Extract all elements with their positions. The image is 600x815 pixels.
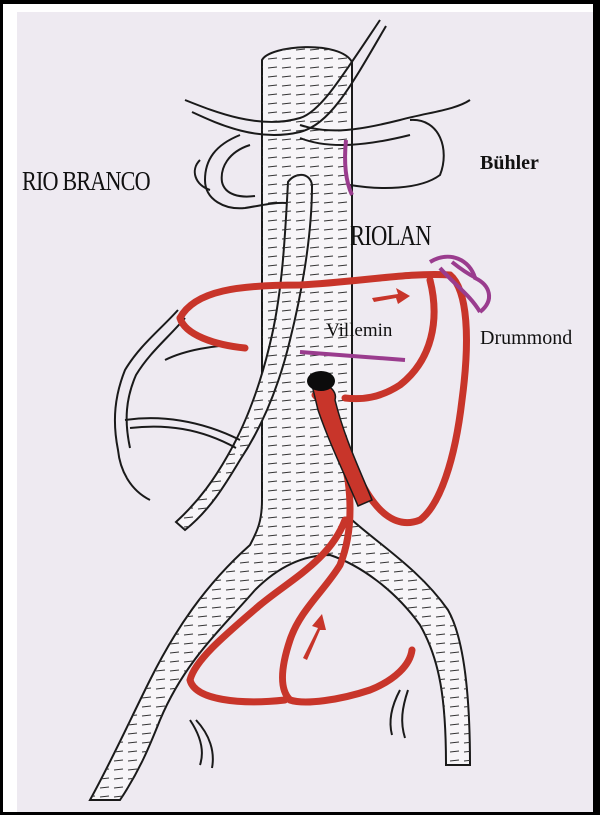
vessel-origin-dot: [307, 371, 335, 391]
villemin-label: Villemin: [326, 321, 392, 340]
riolan-label: RIOLAN: [350, 222, 431, 251]
arrow-up-icon: [303, 614, 326, 660]
arrow-right-icon: [372, 288, 410, 304]
buhler-label: Bühler: [480, 153, 539, 173]
rio-branco-label: RIO BRANCO: [22, 168, 150, 195]
drummond-label: Drummond: [480, 328, 572, 348]
